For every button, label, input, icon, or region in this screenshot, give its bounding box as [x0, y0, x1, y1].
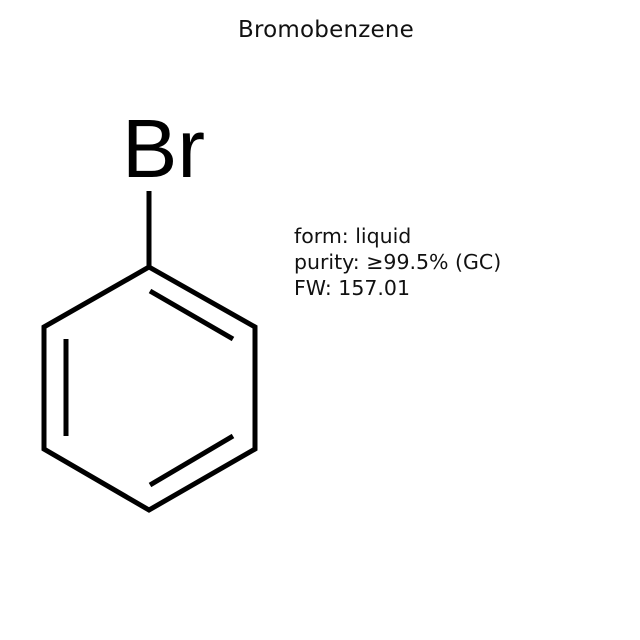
benzene-ring [41, 191, 258, 513]
inner-double-bond-lower-right [148, 433, 235, 488]
formula-weight-property: FW: 157.01 [294, 276, 411, 300]
bromine-atom-label: Br [122, 102, 205, 195]
purity-property: purity: ≥99.5% (GC) [294, 250, 502, 274]
properties-block: form: liquid purity: ≥99.5% (GC) FW: 157… [294, 223, 501, 301]
ring-hexagon [41, 264, 258, 513]
inner-double-bond-upper-right [148, 288, 235, 342]
compound-title: Bromobenzene [238, 17, 414, 43]
form-property: form: liquid [294, 224, 412, 248]
